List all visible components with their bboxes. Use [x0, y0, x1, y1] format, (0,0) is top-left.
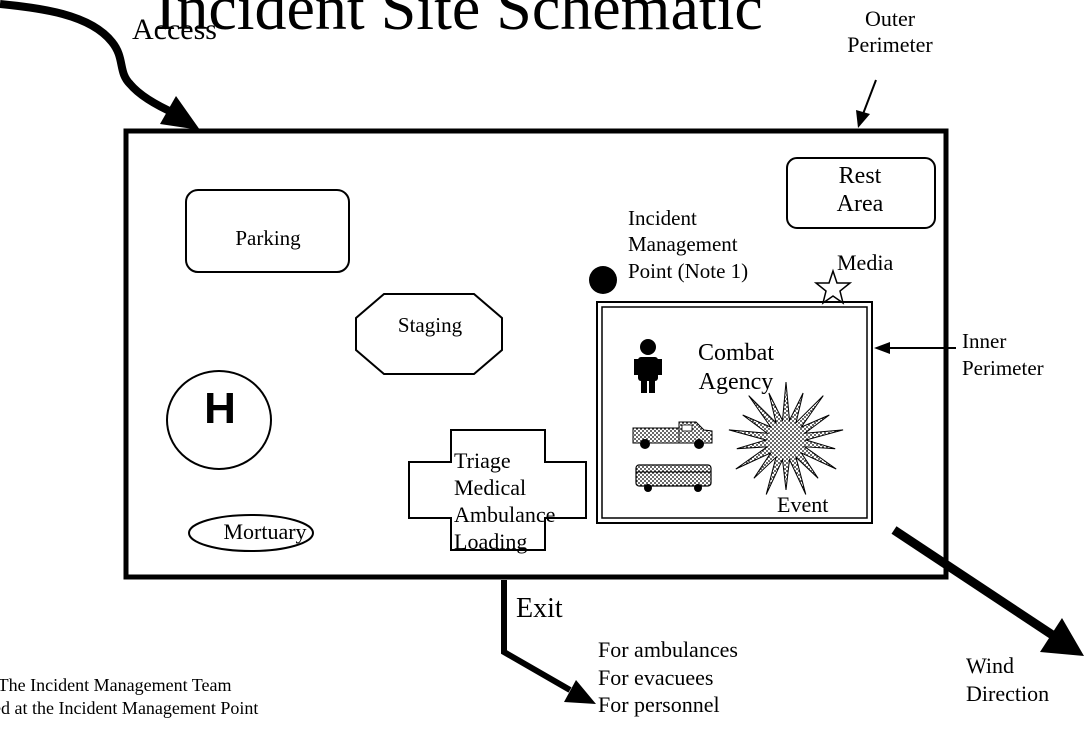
wind-direction-label: Wind Direction [966, 653, 1050, 706]
parking-box [185, 189, 350, 273]
media-label: Media [837, 250, 894, 275]
exit-label: Exit [516, 593, 563, 624]
exit-purpose-item: For evacuees [598, 664, 714, 690]
triage-cross [408, 429, 587, 551]
staging-octagon [355, 293, 503, 375]
exit-purposes-list: For ambulances For evacuees For personne… [598, 636, 738, 719]
inner-perimeter-label: Inner Perimeter [962, 329, 1044, 380]
management-point-icon [589, 266, 617, 294]
footnote: 1. The Incident Management Team ated at … [0, 675, 259, 719]
triage-label: Triage Medical Ambulance Loading [454, 448, 556, 555]
star-icon [813, 268, 853, 305]
exit-purpose-item: For personnel [598, 692, 720, 717]
mortuary-label: Mortuary [223, 519, 307, 544]
inner-perimeter-pointer [874, 342, 956, 354]
access-label: Access [132, 13, 217, 46]
exit-arrow [501, 580, 596, 704]
parking-label: Parking [235, 226, 301, 250]
truck-icon [632, 421, 713, 449]
combat-agency-label: Combat Agency [698, 340, 774, 395]
wind-direction-arrow [891, 526, 1084, 656]
page-title: Incident Site Schematic [155, 0, 763, 43]
person-icon [634, 339, 662, 393]
event-label: Event [777, 492, 829, 517]
inner-perimeter [596, 301, 873, 524]
mortuary-ellipse [188, 514, 314, 552]
rest-area-box [786, 157, 936, 229]
outer-perimeter [123, 128, 949, 580]
outer-perimeter-label: Outer Perimeter [847, 6, 933, 57]
rest-area-label: Rest Area [836, 163, 884, 218]
access-arrow [0, 0, 200, 130]
event-burst-icon [728, 381, 844, 495]
incident-management-point-label: Incident Management Point (Note 1) [628, 206, 749, 283]
outer-perimeter-pointer [856, 79, 877, 128]
bus-icon [635, 464, 712, 492]
helipad-circle [166, 370, 272, 470]
staging-label: Staging [397, 313, 463, 337]
exit-purpose-item: For ambulances [598, 637, 738, 662]
helipad-label: H [204, 384, 236, 433]
